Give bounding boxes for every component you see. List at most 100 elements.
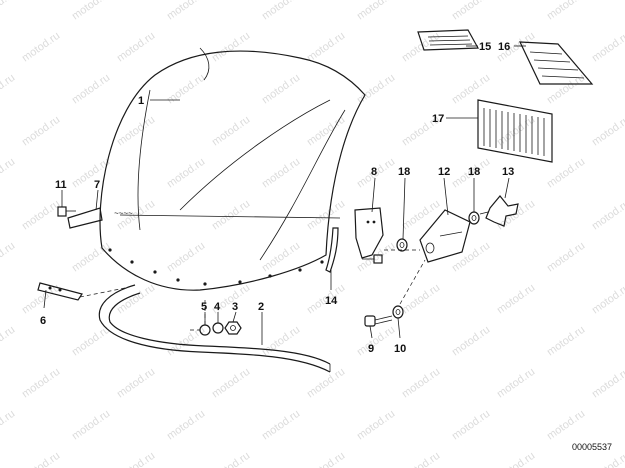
watermark-text: motod.ru [115,450,157,468]
watermark-text: motod.ru [495,114,537,149]
watermark-text: motod.ru [20,198,62,233]
watermark-text: motod.ru [450,0,492,22]
callout-13: 13 [502,166,514,178]
grille-badge-16-part [519,41,594,85]
callout-10: 10 [394,343,406,355]
watermark-text: motod.ru [400,30,442,65]
callout-8: 8 [371,166,377,178]
watermark-text: motod.ru [355,0,397,22]
watermark-text: motod.ru [70,0,112,22]
washer-10-part [392,305,404,319]
watermark-text: motod.ru [165,240,207,275]
watermark-text: motod.ru [495,198,537,233]
watermark-text: motod.ru [545,240,587,275]
watermark-text: motod.ru [165,156,207,191]
watermark-text: motod.ru [210,30,252,65]
callout-9: 9 [368,343,374,355]
callout-4: 4 [214,301,221,313]
watermark-text: motod.ru [0,408,17,443]
leader-lines [43,45,526,345]
watermark-text: motod.ru [0,156,17,191]
watermark-text: motod.ru [20,450,62,468]
star-knob-part [479,195,519,227]
watermark-text: motod.ru [590,282,625,317]
bracket-screw-part [362,254,383,264]
watermark-text: motod.ru [260,72,302,107]
callout-18b: 18 [468,166,480,178]
watermark-text: motod.ru [305,30,347,65]
callout-3: 3 [232,301,238,313]
callout-16: 16 [498,41,510,53]
watermark-text: motod.ru [70,324,112,359]
callout-labels: 1 2 3 4 5 6 7 8 9 10 11 12 13 14 15 16 1… [40,41,514,355]
callout-1: 1 [138,95,144,107]
callout-11: 11 [55,179,67,191]
callout-7: 7 [94,179,100,191]
watermark-text: motod.ru [70,240,112,275]
svg-text:~~~~: ~~~~ [114,209,133,218]
watermark-text: motod.ru [355,324,397,359]
watermark-text: motod.ru [590,450,625,468]
watermark-text: motod.ru [305,198,347,233]
watermark-text: motod.ru [495,282,537,317]
watermark-text: motod.ru [450,408,492,443]
watermark-text: motod.ru [70,408,112,443]
watermark-text: motod.ru [260,408,302,443]
callout-5: 5 [201,301,207,313]
mounting-bracket-part [354,207,384,259]
watermark-text: motod.ru [590,30,625,65]
grille-badge-15-part [417,29,479,51]
watermark-text: motod.ru [20,366,62,401]
watermark-text: motod.ru [0,0,17,22]
watermark-text: motod.ru [400,366,442,401]
watermark-text: motod.ru [545,156,587,191]
watermark-text: motod.ru [0,324,17,359]
watermark-text: motod.ru [495,366,537,401]
watermark-text: motod.ru [400,450,442,468]
callout-12: 12 [438,166,450,178]
callout-6: 6 [40,315,46,327]
watermark-text: motod.ru [355,408,397,443]
watermark-text: motod.ru [165,324,207,359]
watermark-text: motod.ru [210,366,252,401]
windshield-part: ~~~~ [99,47,366,291]
watermark-text: motod.ru [545,324,587,359]
watermark-text: motod.ru [400,282,442,317]
watermark-text: motod.ru [210,450,252,468]
watermark-text: motod.ru [115,30,157,65]
watermark-text: motod.ru [115,282,157,317]
watermark-text: motod.ru [545,0,587,22]
callout-2: 2 [258,301,264,313]
watermark-text: motod.ru [20,30,62,65]
watermark-text: motod.ru [0,72,17,107]
callout-18a: 18 [398,166,410,178]
washer-18b-part [468,211,480,225]
louver-grille-17-part [477,99,553,163]
watermark-text: motod.ru [20,114,62,149]
watermark-text: motod.ru [165,0,207,22]
watermark-text: motod.ru [210,114,252,149]
rubber-strip-part [325,227,339,273]
watermark-text: motod.ru [495,450,537,468]
watermark-text: motod.ru [70,72,112,107]
edge-trim-part [98,284,331,373]
watermark-text: motod.ru [305,366,347,401]
callout-15: 15 [479,41,491,53]
watermark-text: motod.ru [260,240,302,275]
watermark-text: motod.ru [590,198,625,233]
watermark-text: motod.ru [400,198,442,233]
watermark-text: motod.ru [210,198,252,233]
bracket-7-part [67,207,103,229]
callout-14: 14 [325,295,338,307]
plate-bracket-part [419,209,471,263]
watermark-text: motod.ru [70,156,112,191]
watermark-text: motod.ru [450,240,492,275]
watermark-text: motod.ru [590,114,625,149]
document-number: 00005537 [572,442,612,452]
watermark-text: motod.ru [305,450,347,468]
side-lamp-part [37,282,83,301]
watermark-text: motod.ru [590,366,625,401]
watermark-text: motod.ru [260,156,302,191]
